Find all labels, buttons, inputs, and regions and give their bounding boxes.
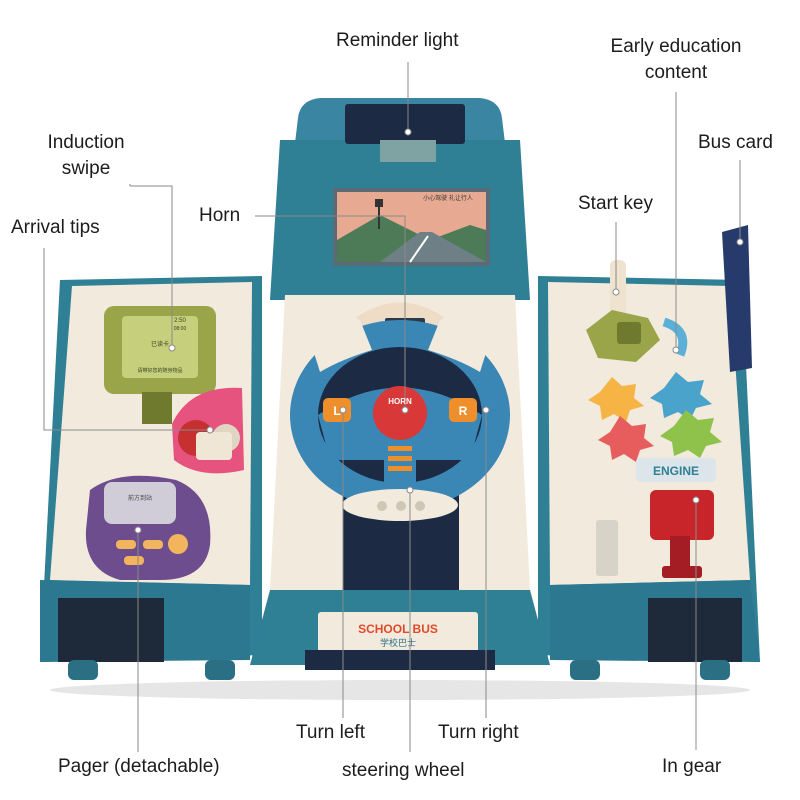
right-button-text: R [459, 404, 468, 418]
start-key-label: Start key [578, 193, 653, 214]
callout-lines [43, 62, 744, 752]
toy-body [40, 98, 760, 700]
pager-screen-text: 前方到站 [128, 494, 152, 502]
early-education-line1: Early education [610, 36, 742, 57]
screen-caption-text: 小心驾驶 礼让行人 [423, 194, 473, 202]
brand-chinese-text: 学校巴士 [380, 637, 416, 648]
arrival-time-text: 2:50 [174, 318, 186, 324]
early-education-label: Early education content [598, 34, 754, 86]
induction-swipe-line1: Induction [47, 132, 125, 153]
early-education-line2: content [644, 62, 708, 83]
brand-text: SCHOOL BUS [358, 622, 438, 636]
induction-swipe-line2: swipe [61, 158, 111, 179]
steering-wheel-graphic [290, 313, 510, 521]
horn-button-text: HORN [388, 397, 412, 406]
induction-swipe-label: Induction swipe [36, 130, 136, 182]
toy-printed-text: HORN L R SCHOOL BUS 学校巴士 ENGINE 小心驾驶 礼让行… [128, 194, 699, 648]
in-gear-label: In gear [662, 756, 722, 777]
card-reader-text-2: 请带好您的随身物品 [137, 367, 182, 374]
horn-label: Horn [199, 205, 241, 226]
pager-label: Pager (detachable) [58, 756, 220, 777]
reminder-light-label: Reminder light [336, 30, 459, 51]
engine-text: ENGINE [653, 464, 699, 478]
card-reader-text-1: 已读卡 [151, 340, 169, 348]
turn-right-label: Turn right [438, 722, 519, 743]
bus-card-label: Bus card [698, 132, 773, 153]
steering-wheel-label: steering wheel [342, 760, 465, 781]
turn-left-label: Turn left [296, 722, 365, 743]
arrival-small-text: 08:00 [174, 326, 187, 332]
left-button-text: L [333, 404, 340, 418]
arrival-tips-label: Arrival tips [11, 217, 100, 238]
